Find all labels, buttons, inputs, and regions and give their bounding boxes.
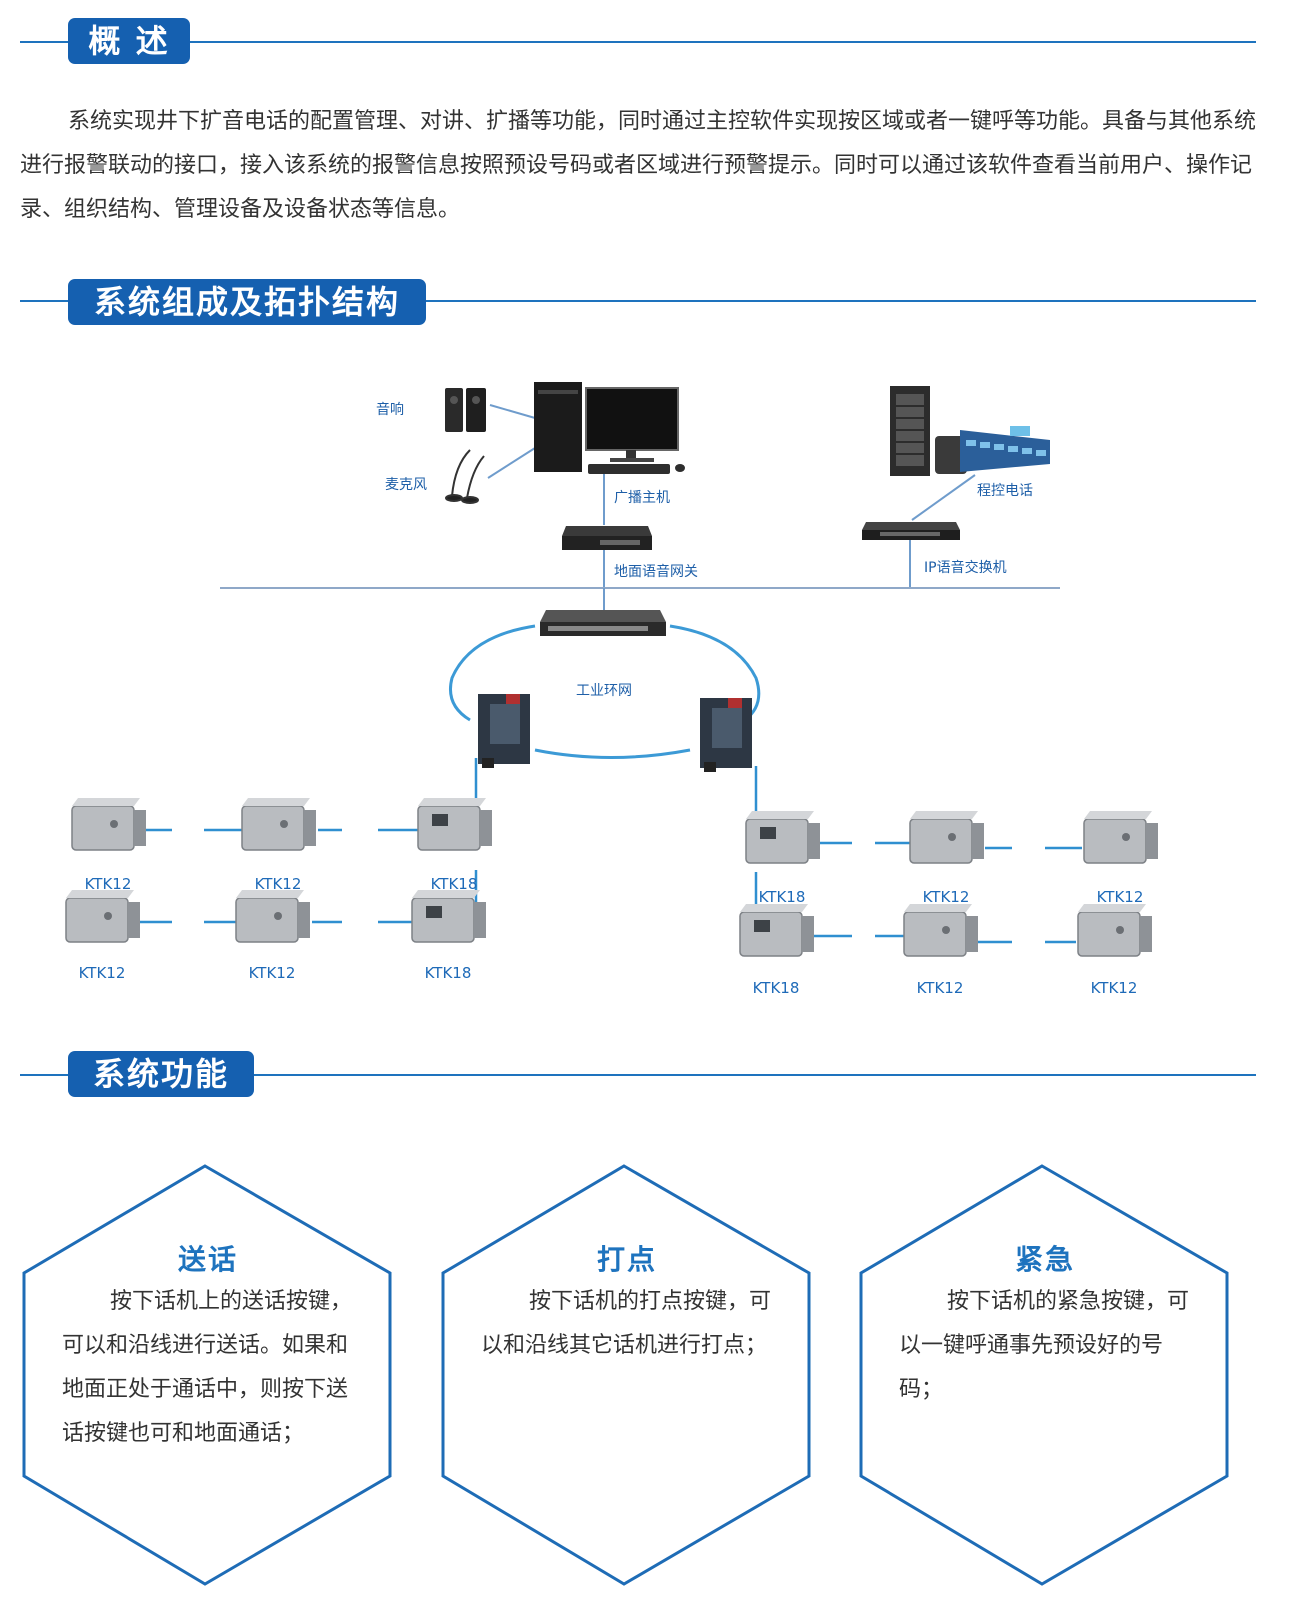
label-broadcast-host: 广播主机 [614,490,670,506]
computer-icon [534,382,685,474]
microphone-icon [445,449,485,504]
hexagon-frame [441,1164,811,1586]
phone-unit-icon [241,798,316,851]
function-title-emergency: 紧急 [1014,1243,1075,1276]
core-switch-icon [540,610,666,636]
topology-diagram: 音响 麦克风 广播主机 地面语音网关 [65,382,1158,997]
label-ring-network: 工业环网 [576,683,632,699]
label-ip-switch: IP语音交换机 [924,559,1007,576]
function-title-talk: 送话 [177,1243,238,1276]
phone-unit-icon [903,904,978,957]
ring-switch-right-icon [700,698,752,772]
function-text-emergency: 按下话机的紧急按键，可以一键呼通事先预设好的号码； [899,1289,1190,1402]
phone-unit-label: KTK12 [255,875,302,893]
phone-unit-label: KTK12 [1097,888,1144,906]
phone-unit-label: KTK12 [923,888,970,906]
function-title-signal: 打点 [596,1243,657,1276]
phone-unit-label: KTK12 [79,964,126,982]
phone-unit-label: KTK12 [85,875,132,893]
label-ground-gateway: 地面语音网关 [614,563,698,580]
section-title-overview: 概 述 [68,18,190,64]
phone-unit-icon [739,904,814,957]
phone-unit-icon [235,890,310,943]
phone-console-icon [935,426,1050,474]
functions-divider [20,1074,1256,1076]
phone-unit-label: KTK12 [1091,979,1138,997]
label-speaker: 音响 [376,401,404,418]
function-card-emergency: 紧急 按下话机的紧急按键，可以一键呼通事先预设好的号码； [855,1160,1235,1590]
ring-network [449,624,761,759]
phone-unit-label: KTK18 [425,964,472,982]
speaker-icon [445,388,486,432]
phone-unit-label: KTK12 [917,979,964,997]
phone-unit-icon [411,890,486,943]
phone-unit-label: KTK18 [753,979,800,997]
phone-unit-label: KTK18 [759,888,806,906]
overview-paragraph: 系统实现井下扩音电话的配置管理、对讲、扩播等功能，同时通过主控软件实现按区域或者… [20,109,1257,222]
phone-unit-icon [71,798,146,851]
phone-unit-label: KTK18 [431,875,478,893]
overview-divider [20,41,1256,43]
phone-unit-icon [417,798,492,851]
function-text-signal: 按下话机的打点按键，可以和沿线其它话机进行打点； [481,1289,772,1358]
label-pbx-phone: 程控电话 [977,483,1033,499]
phone-unit-icon [909,811,984,864]
ring-switch-left-icon [478,694,530,768]
phone-unit-icon [1083,811,1158,864]
phone-unit-icon [65,890,140,943]
phone-unit-icon [745,811,820,864]
hexagon-frame [22,1164,392,1586]
label-microphone: 麦克风 [385,477,427,493]
section-title-functions: 系统功能 [68,1051,254,1097]
function-card-signal: 打点 按下话机的打点按键，可以和沿线其它话机进行打点； [437,1160,817,1590]
pbx-rack-icon [890,386,930,476]
phone-unit-icon [1077,904,1152,957]
hexagon-frame [859,1164,1229,1586]
section-title-topology: 系统组成及拓扑结构 [68,279,426,325]
function-card-talk: 送话 按下话机上的送话按键，可以和沿线进行送话。如果和地面正处于通话中，则按下送… [18,1160,398,1590]
ip-switch-icon [862,522,960,540]
gateway-icon [562,526,652,550]
diagram-links [220,404,1060,610]
topology-divider [20,300,1256,302]
phone-unit-label: KTK12 [249,964,296,982]
function-text-talk: 按下话机上的送话按键，可以和沿线进行送话。如果和地面正处于通话中，则按下送话按键… [62,1289,353,1446]
